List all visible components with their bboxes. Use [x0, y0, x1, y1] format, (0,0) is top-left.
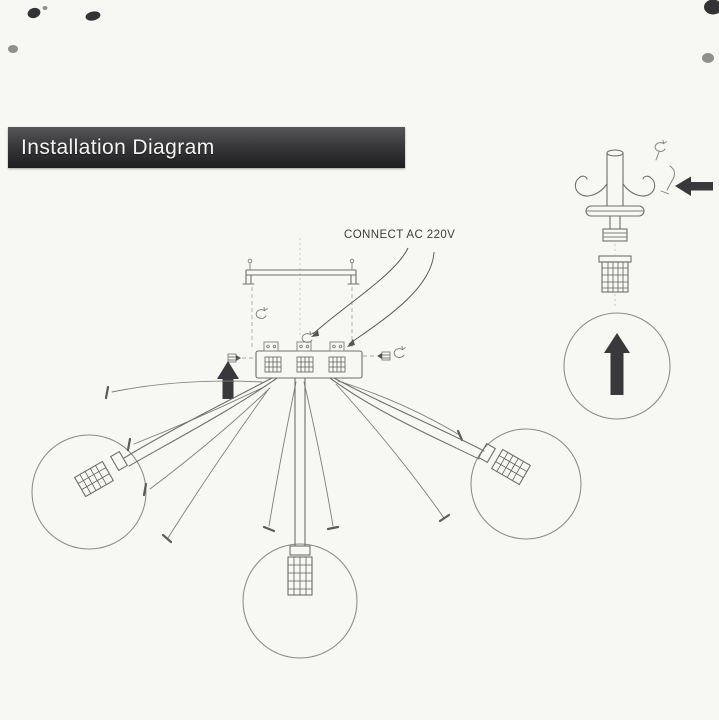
center-socket [287, 556, 313, 596]
canopy-collar [602, 228, 628, 242]
left-socket [73, 460, 115, 498]
right-globe [470, 428, 582, 540]
center-globe [242, 543, 358, 659]
bare-arms [104, 380, 464, 544]
left-arm [73, 377, 278, 498]
left-screw [227, 353, 255, 363]
terminal-blocks [263, 341, 345, 352]
plate-ribbed-blocks [264, 356, 346, 373]
up-arrow-icon [604, 333, 630, 395]
scan-marks [8, 0, 719, 63]
right-socket [490, 448, 532, 486]
page-title: Installation Diagram [21, 135, 215, 159]
power-wires [311, 247, 435, 347]
mounting-bracket [242, 258, 360, 285]
alignment-guides [251, 238, 616, 349]
left-globe [31, 434, 147, 550]
rotate-screw-icon [255, 139, 667, 358]
center-flange [289, 545, 311, 556]
right-flange [477, 442, 497, 464]
up-arrow-icon [217, 361, 239, 399]
canopy-assembly [574, 149, 713, 293]
right-screw [363, 351, 391, 361]
connect-ac-label: CONNECT AC 220V [344, 229, 456, 241]
right-arm [329, 377, 532, 486]
left-arrow-icon [675, 176, 713, 196]
center-arm [287, 377, 313, 596]
threaded-adapter [598, 255, 632, 293]
left-flange [109, 450, 129, 472]
detail-circle [563, 312, 671, 420]
mounting-plate [255, 341, 363, 379]
small-screw-part [655, 151, 675, 195]
header-bar: Installation Diagram [8, 127, 405, 168]
